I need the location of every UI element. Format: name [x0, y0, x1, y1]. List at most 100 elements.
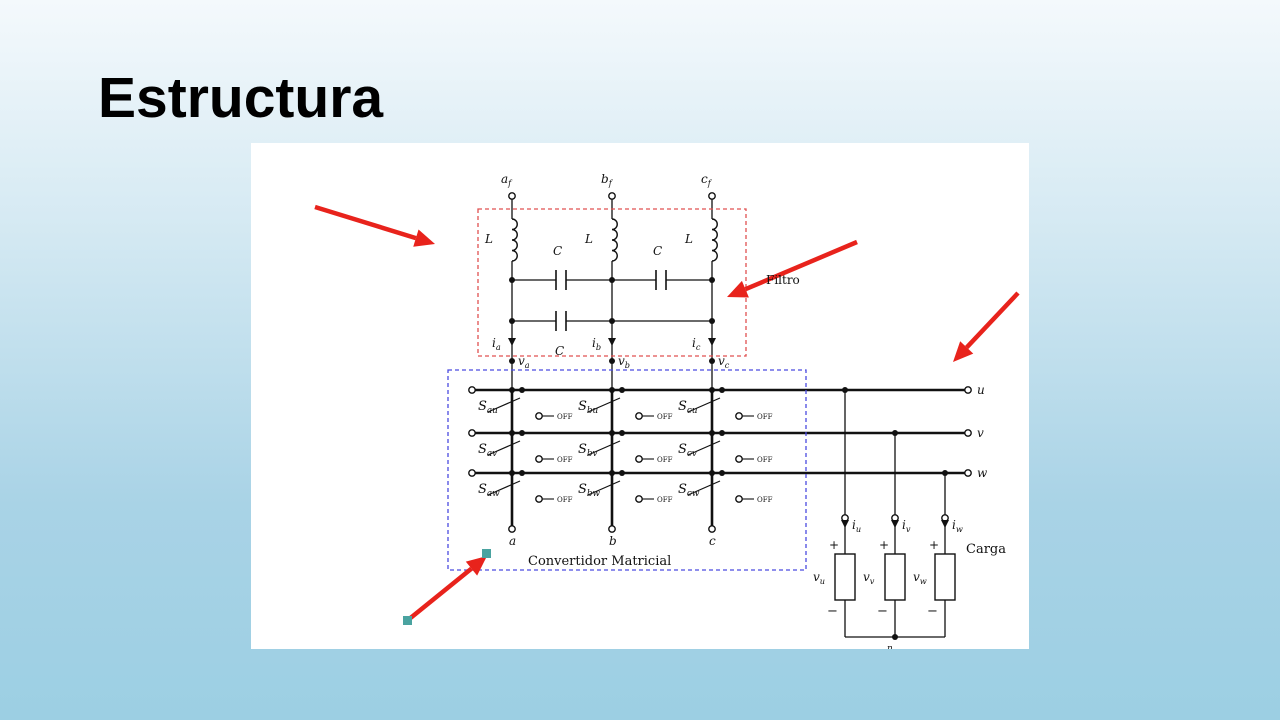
off-terminal: [735, 412, 743, 420]
arrow-shaft: [965, 291, 1020, 349]
off-terminal: [535, 412, 543, 420]
output-label: u: [977, 383, 985, 397]
inductor-label: L: [484, 232, 493, 246]
capacitor: [555, 270, 567, 290]
inductor-coil: [711, 218, 718, 262]
arrow-shaft: [314, 204, 417, 241]
junction-dot: [709, 470, 715, 476]
junction-dot: [609, 470, 615, 476]
filter-current-label: ib: [592, 336, 601, 352]
junction-dot: [519, 387, 525, 393]
off-label: OFF: [757, 496, 773, 504]
filter-voltage-label: vc: [718, 354, 730, 370]
off-label: OFF: [757, 413, 773, 421]
load-plus-sign: +: [929, 538, 939, 552]
phase-current-arrow: [608, 338, 616, 346]
arrow-shaft: [406, 566, 473, 622]
switch-label: Scw: [678, 482, 700, 499]
junction-dot: [619, 470, 625, 476]
load-resistor: [884, 553, 906, 601]
switch-blade: [487, 397, 521, 413]
capacitor: [655, 270, 667, 290]
output-terminal: [964, 386, 972, 394]
bus-terminal-left: [468, 469, 476, 477]
neutral-label: n: [887, 644, 893, 649]
converter-bottom-terminal: [508, 525, 516, 533]
junction-dot: [609, 387, 615, 393]
load-label: Carga: [966, 542, 1006, 557]
load-resistor: [834, 553, 856, 601]
switch-label: Sbv: [578, 442, 598, 459]
capacitor-label: C: [553, 244, 562, 258]
off-terminal: [635, 455, 643, 463]
filter-input-terminal: [508, 192, 516, 200]
junction-dot: [719, 470, 725, 476]
converter-bottom-label: c: [709, 534, 716, 548]
inductor-coil: [511, 218, 518, 262]
junction-dot: [892, 430, 898, 436]
switch-label: Saw: [478, 482, 500, 499]
junction-dot: [609, 318, 615, 324]
off-label: OFF: [557, 456, 573, 464]
junction-dot: [509, 358, 515, 364]
load-current-arrow: [891, 520, 899, 528]
load-plus-sign: +: [879, 538, 889, 552]
filter-voltage-label: va: [518, 354, 530, 370]
off-terminal: [635, 412, 643, 420]
junction-dot: [609, 277, 615, 283]
arrow-shaft: [744, 239, 858, 292]
converter-bottom-label: b: [609, 534, 617, 548]
load-voltage-label: vw: [913, 570, 927, 586]
switch-label: Sbw: [578, 482, 601, 499]
switch-blade: [587, 440, 621, 456]
junction-dot: [709, 387, 715, 393]
capacitor-label: C: [653, 244, 662, 258]
junction-dot: [619, 430, 625, 436]
arrow-head: [413, 229, 435, 247]
switch-blade: [587, 480, 621, 496]
filter-current-label: ia: [492, 336, 501, 352]
annotation-arrow: [953, 291, 1020, 362]
capacitor: [555, 311, 567, 331]
switch-blade: [587, 397, 621, 413]
junction-dot: [509, 387, 515, 393]
load-current-label: iw: [952, 518, 963, 534]
junction-dot: [709, 318, 715, 324]
switch-label: Sav: [478, 442, 497, 459]
off-terminal: [535, 495, 543, 503]
off-label: OFF: [557, 496, 573, 504]
switch-blade: [687, 480, 721, 496]
converter-bottom-label: a: [509, 534, 516, 548]
output-label: v: [977, 426, 984, 440]
load-current-label: iv: [902, 518, 911, 534]
filter-input-terminal: [708, 192, 716, 200]
junction-dot: [719, 430, 725, 436]
off-terminal: [735, 455, 743, 463]
junction-dot: [519, 470, 525, 476]
bus-terminal-left: [468, 429, 476, 437]
junction-dot: [509, 277, 515, 283]
load-minus-sign: −: [877, 604, 888, 619]
phase-current-arrow: [508, 338, 516, 346]
filter-current-label: ic: [692, 336, 701, 352]
inductor-label: L: [684, 232, 693, 246]
selection-handle: [482, 549, 491, 558]
junction-dot: [509, 470, 515, 476]
junction-dot: [509, 318, 515, 324]
converter-bottom-terminal: [708, 525, 716, 533]
phase-current-arrow: [708, 338, 716, 346]
junction-dot: [709, 358, 715, 364]
off-label: OFF: [757, 456, 773, 464]
converter-label: Convertidor Matricial: [528, 554, 671, 569]
bus-terminal-left: [468, 386, 476, 394]
converter-bottom-terminal: [608, 525, 616, 533]
selection-handle: [403, 616, 412, 625]
off-label: OFF: [657, 496, 673, 504]
junction-dot: [719, 387, 725, 393]
annotation-arrow: [727, 239, 858, 298]
junction-dot: [709, 277, 715, 283]
junction-dot: [519, 430, 525, 436]
load-current-arrow: [941, 520, 949, 528]
